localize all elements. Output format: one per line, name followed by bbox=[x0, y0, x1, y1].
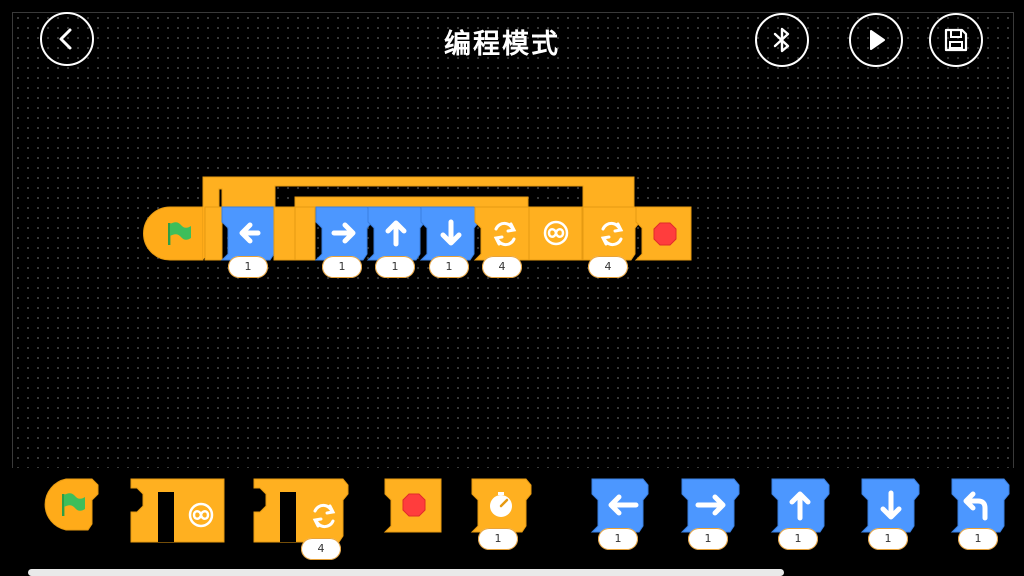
param-badge[interactable]: 1 bbox=[478, 528, 518, 550]
script-block-move-up[interactable] bbox=[366, 206, 426, 261]
palette-block-wait[interactable] bbox=[470, 478, 532, 533]
repeat-icon bbox=[493, 221, 517, 247]
param-badge[interactable]: 1 bbox=[958, 528, 998, 550]
script-block-move-down[interactable] bbox=[419, 206, 480, 261]
timer-icon bbox=[490, 492, 512, 517]
palette-block-move-left[interactable] bbox=[590, 478, 649, 533]
script-block-move-right[interactable] bbox=[314, 206, 373, 261]
script-block-forever-end[interactable] bbox=[528, 206, 583, 261]
repeat-icon bbox=[600, 221, 624, 247]
palette-block-move-down[interactable] bbox=[860, 478, 920, 533]
script-block-repeat-end-outer[interactable] bbox=[582, 206, 641, 261]
palette-block-forever[interactable] bbox=[130, 478, 225, 543]
script-block-move-left[interactable] bbox=[220, 206, 281, 261]
param-badge[interactable]: 4 bbox=[301, 538, 341, 560]
green-flag-icon bbox=[168, 222, 191, 245]
arrow-down-icon bbox=[880, 490, 902, 520]
page-title: 编程模式 bbox=[444, 29, 560, 60]
arrow-right-icon bbox=[331, 222, 356, 244]
turn-left-icon bbox=[963, 491, 988, 521]
script-block-stop[interactable] bbox=[634, 206, 692, 261]
palette-block-repeat[interactable] bbox=[253, 478, 349, 543]
repeat-icon bbox=[312, 503, 336, 529]
palette-block-green-flag[interactable] bbox=[44, 478, 99, 531]
play-icon bbox=[870, 30, 885, 50]
green-flag-icon bbox=[62, 493, 85, 516]
back-button[interactable] bbox=[40, 12, 94, 66]
arrow-up-icon bbox=[385, 220, 407, 247]
param-badge[interactable]: 1 bbox=[228, 256, 268, 278]
bluetooth-icon bbox=[773, 27, 790, 53]
param-badge[interactable]: 1 bbox=[429, 256, 469, 278]
infinity-loop-icon bbox=[543, 220, 569, 246]
script-block-green-flag[interactable] bbox=[143, 206, 214, 261]
arrow-left-icon bbox=[608, 494, 639, 516]
run-button[interactable] bbox=[849, 13, 903, 67]
script-block-repeat-end-inner[interactable] bbox=[473, 206, 530, 261]
param-badge[interactable]: 1 bbox=[868, 528, 908, 550]
floppy-save-icon bbox=[944, 28, 968, 52]
param-badge[interactable]: 1 bbox=[322, 256, 362, 278]
palette-scrollbar[interactable] bbox=[28, 569, 784, 576]
stop-octagon-icon bbox=[402, 493, 426, 517]
param-badge[interactable]: 4 bbox=[588, 256, 628, 278]
param-badge[interactable]: 1 bbox=[375, 256, 415, 278]
param-badge[interactable]: 1 bbox=[688, 528, 728, 550]
chevron-left-icon bbox=[59, 28, 72, 50]
palette-block-move-right[interactable] bbox=[680, 478, 740, 533]
save-button[interactable] bbox=[929, 13, 983, 67]
stop-octagon-icon bbox=[653, 222, 677, 246]
arrow-right-icon bbox=[695, 494, 726, 516]
palette-block-move-up[interactable] bbox=[770, 478, 830, 533]
infinity-loop-icon bbox=[188, 502, 214, 528]
palette-block-stop[interactable] bbox=[383, 478, 442, 533]
param-badge[interactable]: 4 bbox=[482, 256, 522, 278]
arrow-left-icon bbox=[239, 222, 261, 244]
script-stack bbox=[143, 176, 692, 261]
arrow-up-icon bbox=[789, 491, 811, 521]
param-badge[interactable]: 1 bbox=[778, 528, 818, 550]
param-badge[interactable]: 1 bbox=[598, 528, 638, 550]
arrow-down-icon bbox=[440, 219, 462, 246]
palette-block-turn-left[interactable] bbox=[950, 478, 1010, 533]
bluetooth-button[interactable] bbox=[755, 13, 809, 67]
palette-blocks bbox=[44, 478, 1010, 543]
